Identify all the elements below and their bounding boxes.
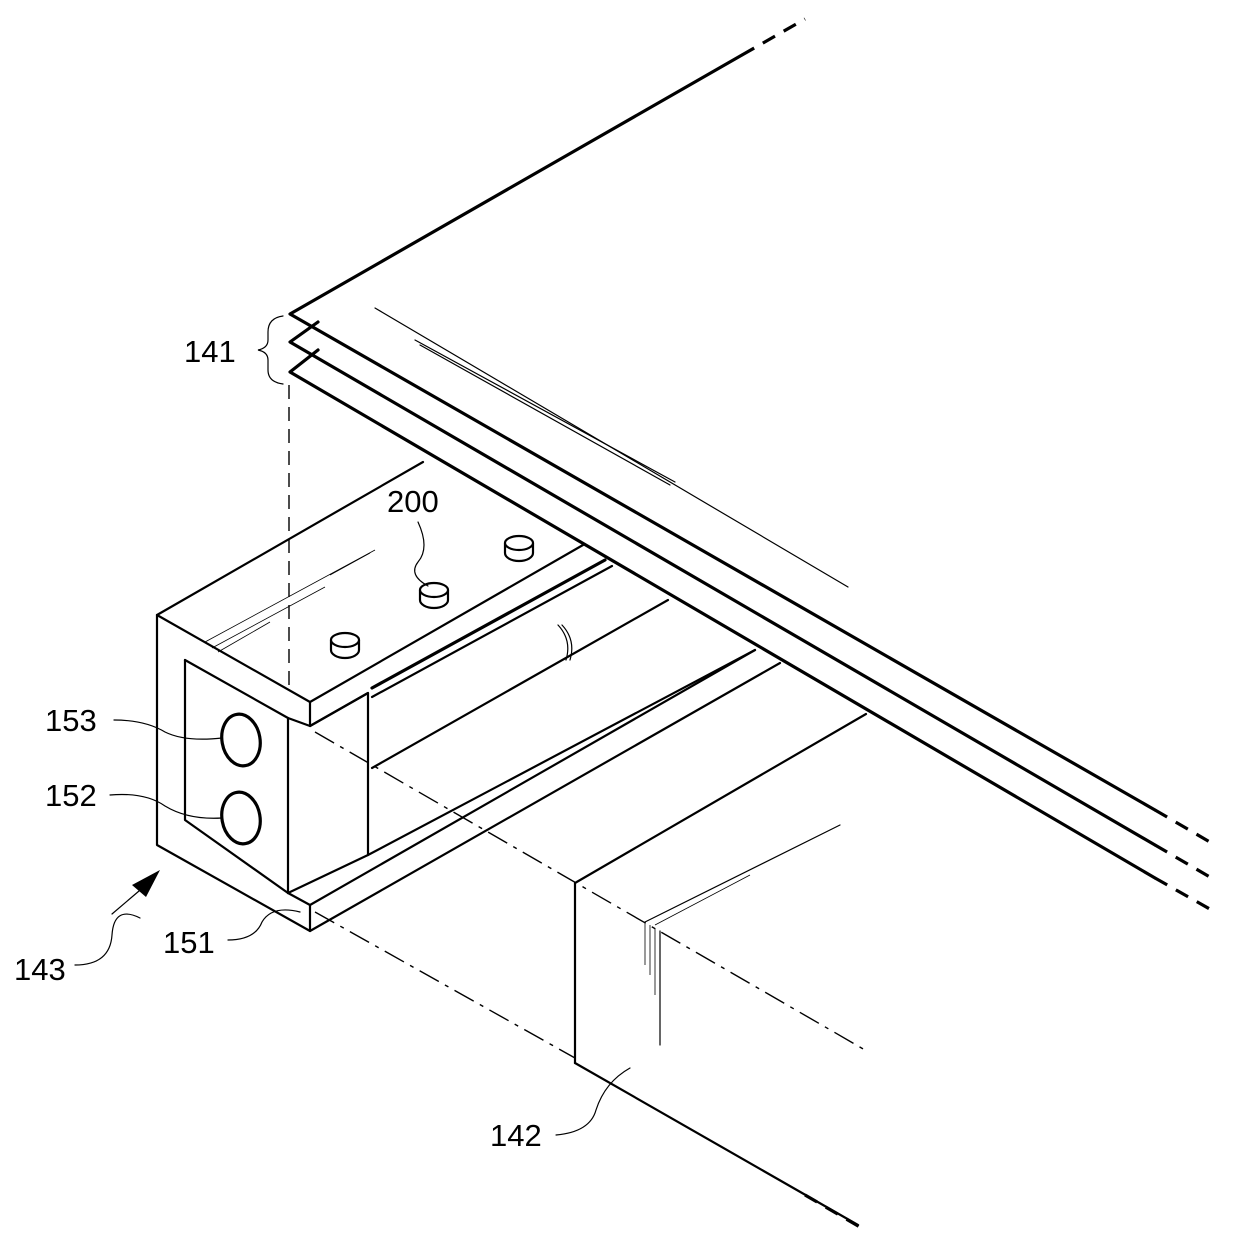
label-151: 151	[163, 925, 215, 960]
bottom-plate-inner-edge	[368, 650, 755, 855]
block-bottom-dash	[805, 1195, 865, 1230]
bracket-141-brace	[258, 316, 283, 384]
block-top-surface-hatch	[645, 825, 840, 922]
arrow-143-shaft	[112, 891, 139, 914]
label-152: 152	[45, 778, 97, 813]
block-hatch-2	[655, 875, 750, 925]
block-142	[575, 714, 866, 1230]
layer-hatch-3	[420, 345, 670, 485]
rod-top-edge	[372, 600, 668, 768]
layer-1-dash-back	[742, 19, 805, 55]
layer-stack-141	[290, 19, 1215, 912]
layer-3-edge	[290, 350, 1155, 878]
top-plate-top-edge	[157, 462, 583, 702]
rail-edge-lower	[372, 566, 612, 697]
top-plate-hatch-1	[205, 550, 375, 642]
pin-centerline	[330, 553, 370, 575]
end-block-outline	[288, 693, 368, 893]
label-200: 200	[387, 484, 439, 519]
pin-2	[420, 583, 448, 608]
layer-2-dash-front	[1155, 845, 1215, 880]
centerline-lower	[315, 912, 575, 1058]
rail-edge-upper	[372, 560, 605, 688]
layer-1-dash-front	[1155, 810, 1215, 845]
leader-153	[114, 720, 222, 739]
hole-153	[218, 711, 264, 769]
leader-152	[110, 794, 222, 818]
leader-143	[75, 914, 140, 965]
bottom-plate-front	[310, 663, 780, 931]
label-143: 143	[14, 952, 66, 987]
label-153: 153	[45, 703, 97, 738]
end-face-inner	[185, 660, 288, 893]
layer-2-edge	[290, 322, 1155, 845]
hole-152	[218, 789, 264, 847]
leader-151	[228, 910, 300, 940]
bracket-143	[157, 462, 780, 931]
label-141: 141	[184, 334, 236, 369]
pin-1	[331, 633, 359, 658]
label-142: 142	[490, 1118, 542, 1153]
pin-3	[505, 536, 533, 561]
leader-142	[556, 1068, 630, 1135]
top-plate-hatch-2	[212, 587, 325, 648]
centerline-upper	[315, 732, 865, 1050]
layer-3-dash-front	[1155, 878, 1215, 912]
block-top-edge	[575, 714, 866, 1063]
leader-200	[415, 522, 428, 586]
leaders	[75, 316, 630, 1135]
top-plate-hatch-3	[218, 622, 270, 652]
end-face-inner-top	[185, 660, 288, 893]
